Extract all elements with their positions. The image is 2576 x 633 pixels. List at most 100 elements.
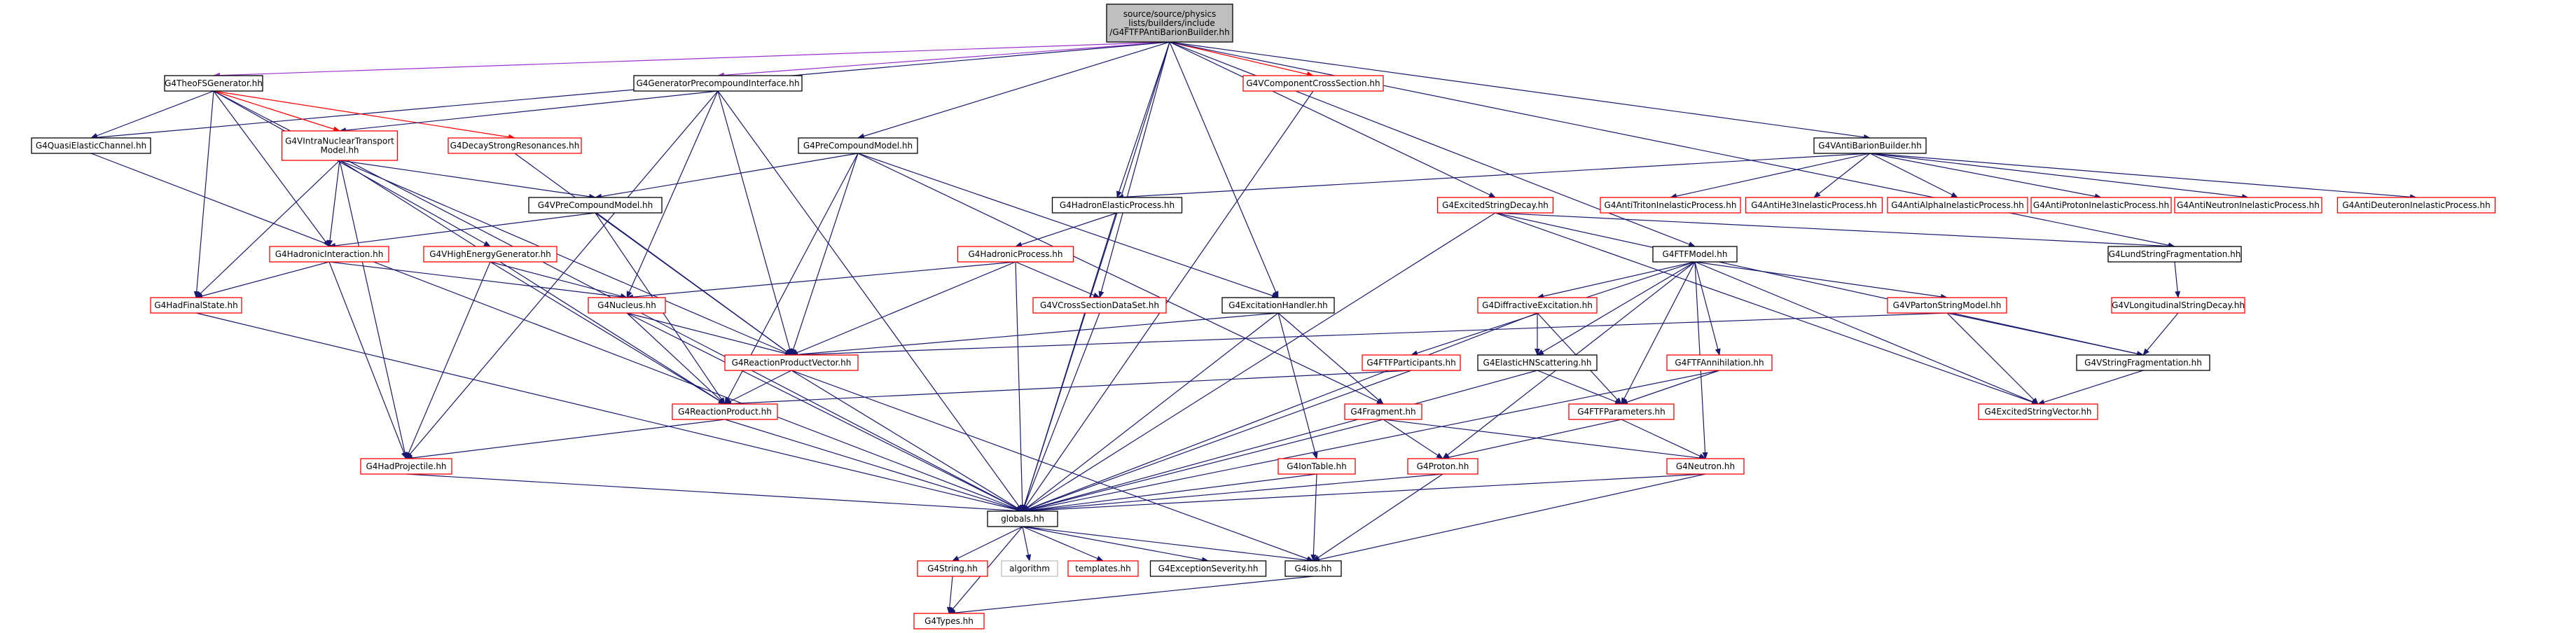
node-label: /G4FTFPAntiBarionBuilder.hh — [1109, 27, 1229, 37]
node-label: G4LundStringFragmentation.hh — [2109, 249, 2241, 259]
node-elastic[interactable]: G4ElasticHNScattering.hh — [1477, 354, 1598, 371]
node-vstring[interactable]: G4VStringFragmentation.hh — [2076, 354, 2210, 371]
node-label: G4DecayStrongResonances.hh — [450, 141, 580, 151]
node-g4types[interactable]: G4Types.hh — [913, 613, 985, 629]
node-lund[interactable]: G4LundStringFragmentation.hh — [2107, 246, 2242, 263]
edge-precomp-to-fragment — [857, 153, 1384, 405]
node-label: G4AntiHe3InelasticProcess.hh — [1751, 200, 1876, 210]
node-excvec[interactable]: G4ExcitedStringVector.hh — [1978, 403, 2098, 420]
node-templates[interactable]: templates.hh — [1067, 560, 1139, 577]
node-vprecomp[interactable]: G4VPreCompoundModel.hh — [528, 197, 663, 214]
edge-ftfmodel-to-ftfann — [1694, 261, 1721, 356]
edge-vparton-to-excvec — [1946, 312, 2039, 405]
edge-elastic-to-ftfparam — [1537, 370, 1622, 405]
node-nucleus[interactable]: G4Nucleus.hh — [588, 297, 666, 314]
node-label: G4ReactionProduct.hh — [678, 407, 772, 417]
node-hadint[interactable]: G4HadronicInteraction.hh — [269, 246, 389, 263]
node-globals[interactable]: globals.hh — [987, 510, 1058, 527]
node-hadel[interactable]: G4HadronElasticProcess.hh — [1051, 197, 1183, 214]
node-theo[interactable]: G4TheoFSGenerator.hh — [164, 75, 263, 92]
node-neutron[interactable]: G4Neutron.hh — [1666, 458, 1745, 475]
node-label: G4AntiTritonInelasticProcess.hh — [1605, 200, 1737, 210]
node-label: G4VComponentCrossSection.hh — [1246, 78, 1380, 88]
node-vcross[interactable]: G4VCrossSectionDataSet.hh — [1032, 297, 1167, 314]
edge-fragment-to-globals — [1022, 419, 1384, 513]
node-proton[interactable]: G4Proton.hh — [1407, 458, 1479, 475]
node-label: G4HadronicInteraction.hh — [275, 249, 384, 259]
edge-diffr-to-globals — [1022, 312, 1538, 512]
edge-rpv-to-rp — [724, 370, 792, 405]
node-diffr[interactable]: G4DiffractiveExcitation.hh — [1477, 297, 1598, 314]
node-antideut[interactable]: G4AntiDeuteronInelasticProcess.hh — [2336, 197, 2496, 214]
node-hadfinal[interactable]: G4HadFinalState.hh — [150, 297, 242, 314]
node-vanti[interactable]: G4VAntiBarionBuilder.hh — [1813, 137, 1927, 154]
node-label: G4VHighEnergyGenerator.hh — [429, 249, 551, 259]
node-genpre[interactable]: G4GeneratorPrecompoundInterface.hh — [633, 75, 803, 92]
node-precomp[interactable]: G4PreCompoundModel.hh — [798, 137, 918, 154]
node-antineutron[interactable]: G4AntiNeutronInelasticProcess.hh — [2174, 197, 2322, 214]
node-label: G4ios.hh — [1295, 564, 1332, 573]
node-ftfpart[interactable]: G4FTFParticipants.hh — [1362, 354, 1461, 371]
node-ftfann[interactable]: G4FTFAnnihilation.hh — [1666, 354, 1773, 371]
node-antitrit[interactable]: G4AntiTritonInelasticProcess.hh — [1600, 197, 1741, 214]
node-g4ios[interactable]: G4ios.hh — [1284, 560, 1342, 577]
edge-ftfmodel-to-diffr — [1537, 261, 1696, 299]
node-antialpha[interactable]: G4AntiAlphaInelasticProcess.hh — [1887, 197, 2028, 214]
node-label: G4ExcitedStringDecay.hh — [1442, 200, 1549, 210]
node-ftfmodel[interactable]: G4FTFModel.hh — [1652, 246, 1738, 263]
edge-root-to-vanti — [1169, 41, 1871, 140]
edge-ftfann-to-ftfparam — [1621, 370, 1720, 405]
edge-genpre-to-hadproj — [406, 90, 719, 459]
node-label: algorithm — [1009, 564, 1050, 573]
node-vlong[interactable]: G4VLongitudinalStringDecay.hh — [2111, 297, 2245, 314]
node-iontable[interactable]: G4IonTable.hh — [1277, 458, 1356, 475]
edge-excited-to-excvec — [1495, 212, 2039, 405]
node-excited[interactable]: G4ExcitedStringDecay.hh — [1436, 197, 1554, 214]
node-label: G4PreCompoundModel.hh — [803, 141, 913, 151]
edge-theo-to-hadint — [213, 90, 330, 247]
edge-hadel-to-globals — [1021, 212, 1118, 512]
node-label: G4GeneratorPrecompoundInterface.hh — [636, 78, 799, 88]
node-quasi[interactable]: G4QuasiElasticChannel.hh — [31, 137, 151, 154]
edge-vintra-to-rpv — [339, 160, 792, 356]
edge-rp-to-globals — [724, 419, 1023, 513]
edge-theo-to-hadfinal — [193, 90, 214, 298]
node-vcomp[interactable]: G4VComponentCrossSection.hh — [1242, 75, 1384, 92]
edge-excit-to-fragment — [1277, 312, 1384, 405]
node-g4string[interactable]: G4String.hh — [917, 560, 988, 577]
node-antihe3[interactable]: G4AntiHe3InelasticProcess.hh — [1745, 197, 1883, 214]
node-excsev[interactable]: G4ExceptionSeverity.hh — [1149, 560, 1267, 577]
edge-rpv-to-globals — [791, 370, 1023, 512]
edge-theo-to-decay — [213, 90, 515, 140]
edge-globals-to-templates — [1022, 526, 1104, 562]
node-excit[interactable]: G4ExcitationHandler.hh — [1221, 297, 1335, 314]
edge-vparton-to-rpv — [791, 312, 1948, 358]
edge-proton-to-g4ios — [1313, 473, 1443, 562]
edge-ftfmodel-to-excvec — [1694, 261, 2039, 405]
node-rp[interactable]: G4ReactionProduct.hh — [672, 403, 778, 420]
node-label: G4HadProjectile.hh — [366, 461, 446, 471]
edge-globals-to-g4string — [952, 526, 1023, 562]
edge-globals-to-algorithm — [1022, 526, 1032, 562]
node-label: G4VAntiBarionBuilder.hh — [1818, 141, 1921, 151]
edge-root-to-excit — [1169, 41, 1279, 298]
node-hadproc[interactable]: G4HadronicProcess.hh — [957, 246, 1074, 263]
node-ftfparam[interactable]: G4FTFParameters.hh — [1568, 403, 1675, 420]
node-decay[interactable]: G4DecayStrongResonances.hh — [448, 137, 582, 154]
node-antiproton[interactable]: G4AntiProtonInelasticProcess.hh — [2030, 197, 2172, 214]
edge-vanti-to-antideut — [1869, 153, 2417, 200]
edge-ftfmodel-to-elastic — [1537, 261, 1696, 356]
node-hadproj[interactable]: G4HadProjectile.hh — [360, 458, 452, 475]
edge-hadel-to-hadproc — [1015, 212, 1118, 247]
edge-genpre-to-vintra — [339, 90, 719, 134]
node-label: G4ExcitationHandler.hh — [1228, 300, 1328, 310]
node-fragment[interactable]: G4Fragment.hh — [1344, 403, 1422, 420]
edge-vintra-to-vprecomp — [339, 160, 596, 200]
node-vparton[interactable]: G4VPartonStringModel.hh — [1887, 297, 2007, 314]
edge-excit-to-rpv — [791, 312, 1279, 358]
edge-vanti-to-antialpha — [1869, 153, 1958, 198]
node-rpv[interactable]: G4ReactionProductVector.hh — [724, 354, 859, 371]
node-vhigh[interactable]: G4VHighEnergyGenerator.hh — [423, 246, 558, 263]
